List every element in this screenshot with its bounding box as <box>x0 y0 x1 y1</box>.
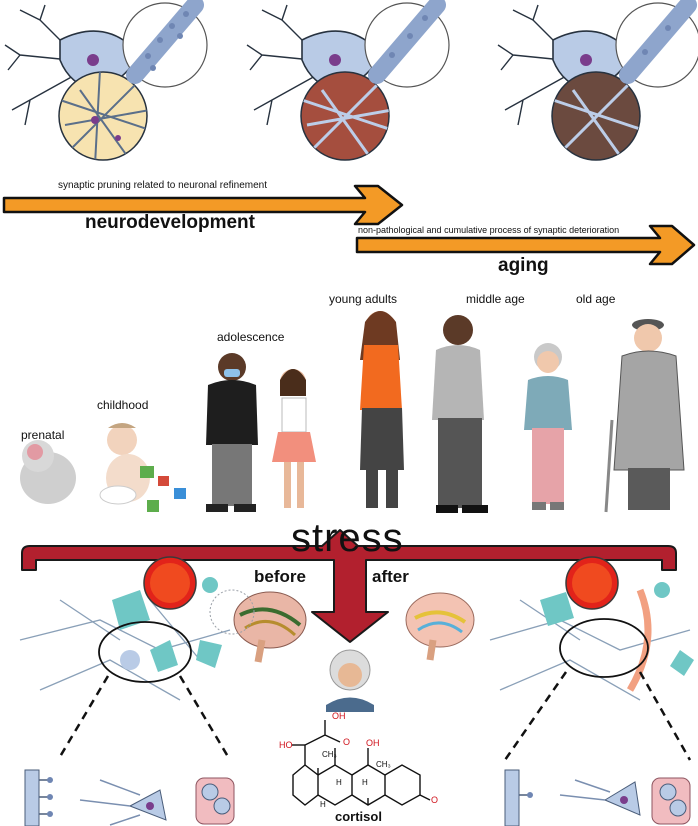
stage-young-adults: young adults <box>329 292 398 306</box>
stage-old-age: old age <box>576 292 616 306</box>
after-label: after <box>372 567 409 586</box>
brain-after-illustration <box>405 592 475 661</box>
stressed-man-illustration <box>326 649 374 712</box>
synapse-detail-left <box>24 769 235 826</box>
aging-arrow <box>355 224 696 266</box>
old-woman-figure <box>524 343 572 510</box>
cell-network-before <box>19 556 255 761</box>
aging-label: aging <box>498 255 549 276</box>
neurodevelopment-caption: synaptic pruning related to neuronal ref… <box>58 180 268 191</box>
stage-childhood: childhood <box>97 398 149 412</box>
cell-network-after <box>489 556 694 761</box>
stress-title: stress <box>291 516 404 560</box>
neurodevelopment-arrow <box>2 184 404 226</box>
adolescent-girl-figure <box>272 369 316 508</box>
brain-before-illustration <box>233 591 307 663</box>
middle-age-man-figure <box>432 315 488 513</box>
before-label: before <box>254 567 306 586</box>
cortisol-structure <box>292 720 431 806</box>
stage-middle-age: middle age <box>466 292 525 306</box>
fetus-figure <box>20 440 76 504</box>
atom-h2: H <box>362 778 368 787</box>
atom-o-ketone: O <box>431 795 439 805</box>
atom-oh-right: OH <box>366 738 380 748</box>
atom-h1: H <box>336 778 342 787</box>
stage-adolescence: adolescence <box>217 330 285 344</box>
neuron-panel-late <box>497 0 698 161</box>
cortisol-label: cortisol <box>335 809 382 824</box>
atom-ho-left: HO <box>279 740 293 750</box>
atom-ch3-top: CH₃ <box>322 750 337 759</box>
child-figure <box>99 423 186 512</box>
atom-ch3-mid: CH₃ <box>376 760 391 769</box>
neuron-panel-mid <box>246 0 450 161</box>
aging-caption: non-pathological and cumulative process … <box>358 225 620 235</box>
stage-prenatal: prenatal <box>21 428 65 442</box>
neurodevelopment-label: neurodevelopment <box>85 212 255 233</box>
atom-oh-top: OH <box>332 711 346 721</box>
synapse-detail-right <box>504 769 691 826</box>
atom-h3: H <box>320 800 326 809</box>
young-adult-woman-figure <box>360 311 404 508</box>
neuron-panel-early <box>4 0 208 161</box>
atom-o-carbonyl: O <box>343 737 351 747</box>
stress-bracket <box>21 529 677 643</box>
old-man-figure <box>604 319 685 513</box>
adolescent-boy-figure <box>206 353 258 512</box>
